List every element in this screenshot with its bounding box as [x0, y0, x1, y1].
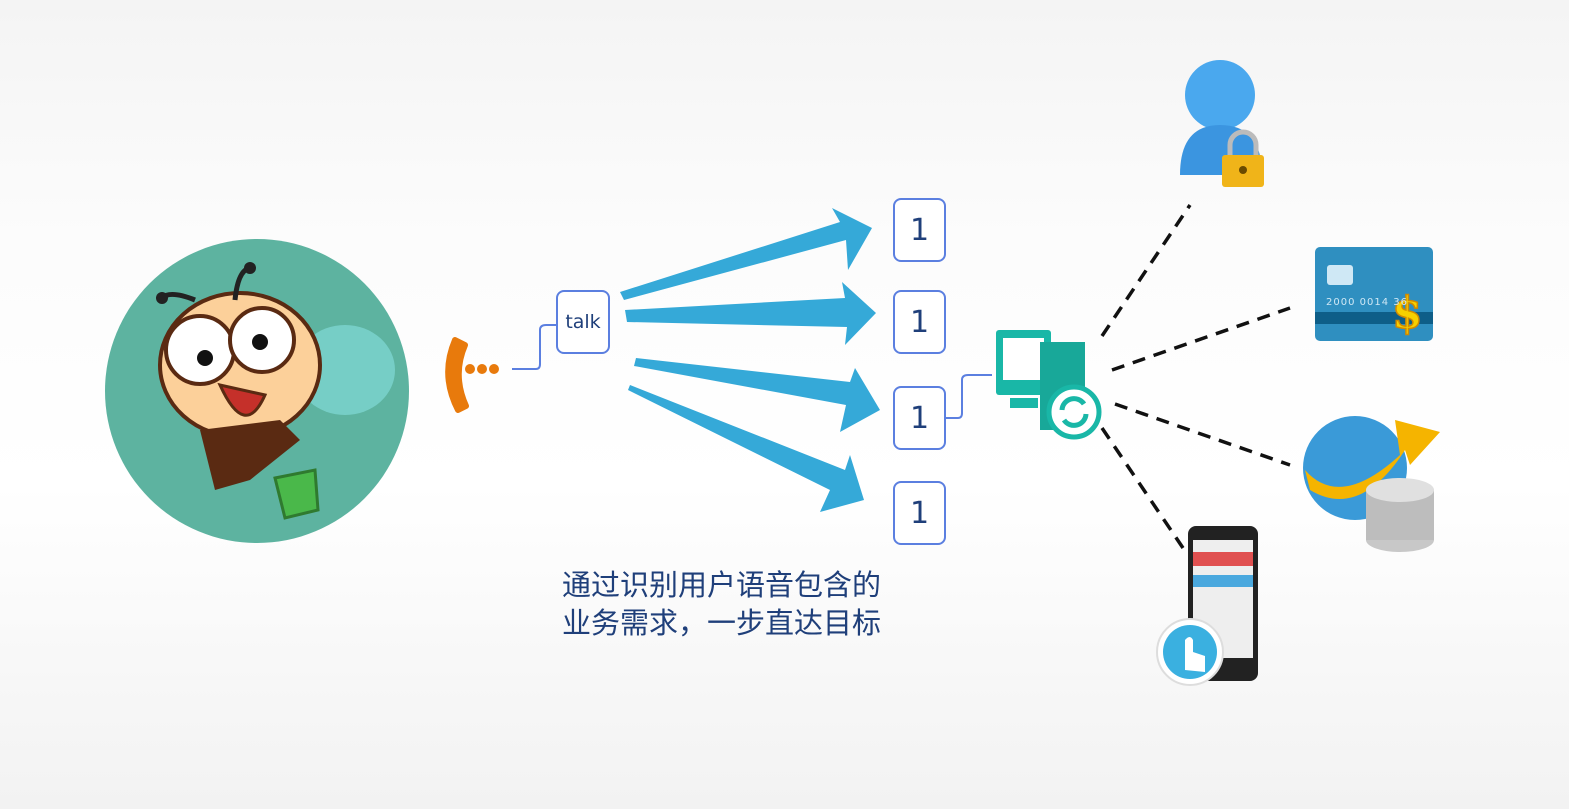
arrows: [620, 208, 880, 512]
target-label: 1: [909, 400, 930, 436]
globe-coins-icon: [1303, 416, 1440, 552]
connector-line-2: [945, 374, 992, 419]
target-node-3: 1: [893, 386, 946, 450]
arrow-3: [634, 358, 880, 432]
arrow-1: [620, 208, 872, 300]
caption: 通过识别用户语音包含的 业务需求，一步直达目标: [562, 566, 881, 642]
card-number: 2000 0014 36: [1326, 297, 1408, 308]
target-label: 1: [909, 212, 930, 248]
dashed-links: [1100, 204, 1291, 549]
smartphone-touch-icon: [1156, 526, 1258, 686]
connector-line: [512, 324, 556, 370]
server-sync-icon: [996, 330, 1102, 440]
svg-text:$: $: [1392, 288, 1423, 339]
bee-avatar: [105, 239, 409, 543]
target-label: 1: [909, 495, 930, 531]
caption-line-1: 通过识别用户语音包含的: [562, 568, 882, 602]
arrow-2: [625, 282, 876, 345]
talk-node: talk: [556, 290, 610, 354]
target-node-1: 1: [893, 198, 946, 262]
caption-line-2: 业务需求，一步直达目标: [562, 606, 882, 640]
target-label: 1: [909, 304, 930, 340]
credit-card-dollar-icon: $: [1315, 247, 1433, 341]
target-node-4: 1: [893, 481, 946, 545]
user-lock-icon: [1180, 60, 1264, 187]
target-node-2: 1: [893, 290, 946, 354]
arrow-4: [628, 385, 864, 512]
talk-label: talk: [565, 311, 601, 333]
phone-icon: [445, 337, 499, 413]
